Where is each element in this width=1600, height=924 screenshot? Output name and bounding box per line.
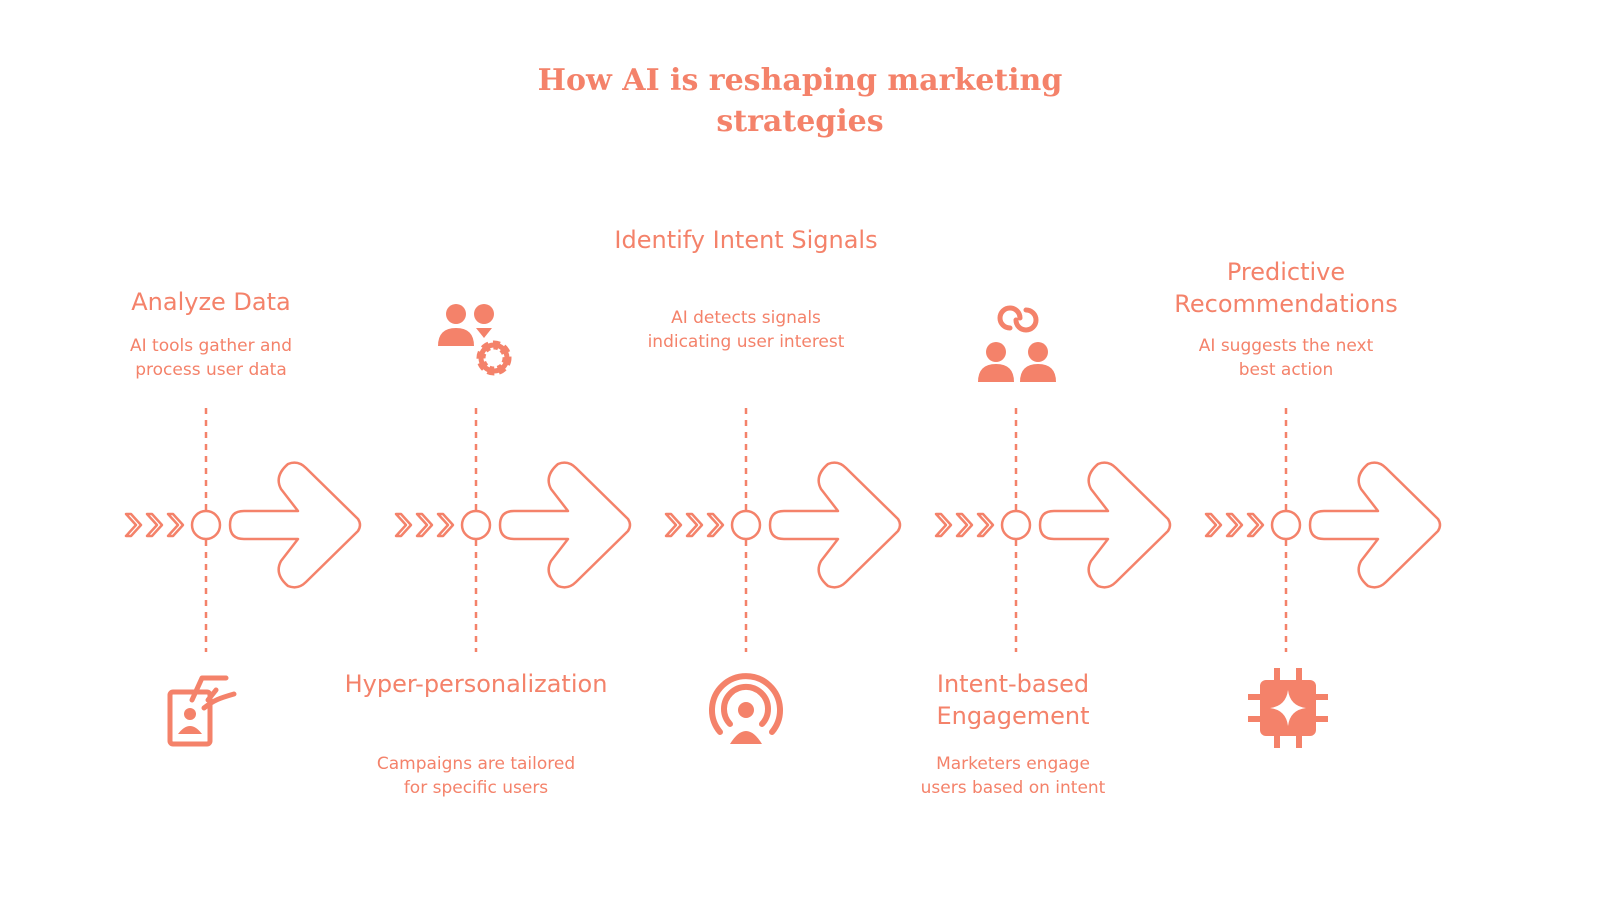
chevron-icon-2-3 [436, 512, 455, 538]
step-2-title: Hyper-personalization [344, 670, 608, 698]
chevron-icon-5-1 [1204, 512, 1223, 538]
step-marker-3 [730, 509, 762, 541]
chevron-icon-2-2 [415, 512, 434, 538]
step-3-description: AI detects signals indicating user inter… [647, 308, 845, 352]
step-5-description: AI suggests the next best action [1198, 336, 1374, 380]
step-5-title: Predictive Recommendations [1174, 258, 1398, 318]
chevron-icon-1-3 [166, 512, 185, 538]
arrow-icon-5 [1308, 461, 1442, 589]
chevron-icon-1-2 [145, 512, 164, 538]
arrow-icon-2 [498, 461, 632, 589]
step-1-description: AI tools gather and process user data [130, 336, 292, 380]
broadcast-user-icon [709, 673, 783, 744]
arrow-icon-4 [1038, 461, 1172, 589]
step-marker-4 [1000, 509, 1032, 541]
timeline [124, 408, 1442, 652]
hand-id-card-icon [167, 675, 237, 747]
chevron-icon-5-3 [1246, 512, 1265, 538]
chevron-icon-3-2 [685, 512, 704, 538]
chevron-icon-4-3 [976, 512, 995, 538]
chevron-icon-3-1 [664, 512, 683, 538]
chevron-icon-4-2 [955, 512, 974, 538]
step-1-title: Analyze Data [131, 288, 291, 316]
users-gear-icon [438, 304, 512, 376]
step-2-description: Campaigns are tailored for specific user… [376, 754, 576, 798]
chevron-icon-1-1 [124, 512, 143, 538]
chevron-icon-4-1 [934, 512, 953, 538]
diagram-title: How AI is reshaping marketing strategies [537, 63, 1063, 139]
chevron-icon-5-2 [1225, 512, 1244, 538]
chevron-icon-2-1 [394, 512, 413, 538]
ai-chip-icon [1248, 668, 1328, 748]
chevron-icon-3-3 [706, 512, 725, 538]
step-4-title: Intent-based Engagement [936, 670, 1090, 730]
step-marker-1 [190, 509, 222, 541]
users-exchange-icon [978, 305, 1056, 382]
step-marker-5 [1270, 509, 1302, 541]
arrow-icon-3 [768, 461, 902, 589]
step-marker-2 [460, 509, 492, 541]
step-4-description: Marketers engage users based on intent [920, 754, 1106, 798]
arrow-icon-1 [228, 461, 362, 589]
step-3-title: Identify Intent Signals [614, 226, 878, 254]
